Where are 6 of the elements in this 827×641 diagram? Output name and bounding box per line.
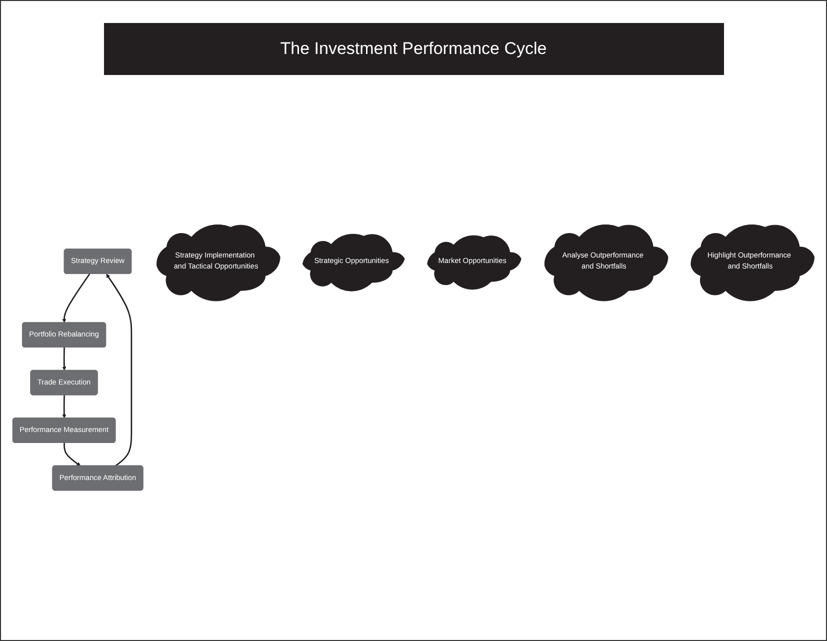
title-banner: The Investment Performance Cycle bbox=[104, 23, 724, 75]
arrow bbox=[64, 442, 81, 466]
arrow bbox=[106, 274, 132, 466]
arrow bbox=[62, 395, 66, 418]
arrow bbox=[62, 274, 90, 323]
arrow bbox=[62, 347, 66, 371]
